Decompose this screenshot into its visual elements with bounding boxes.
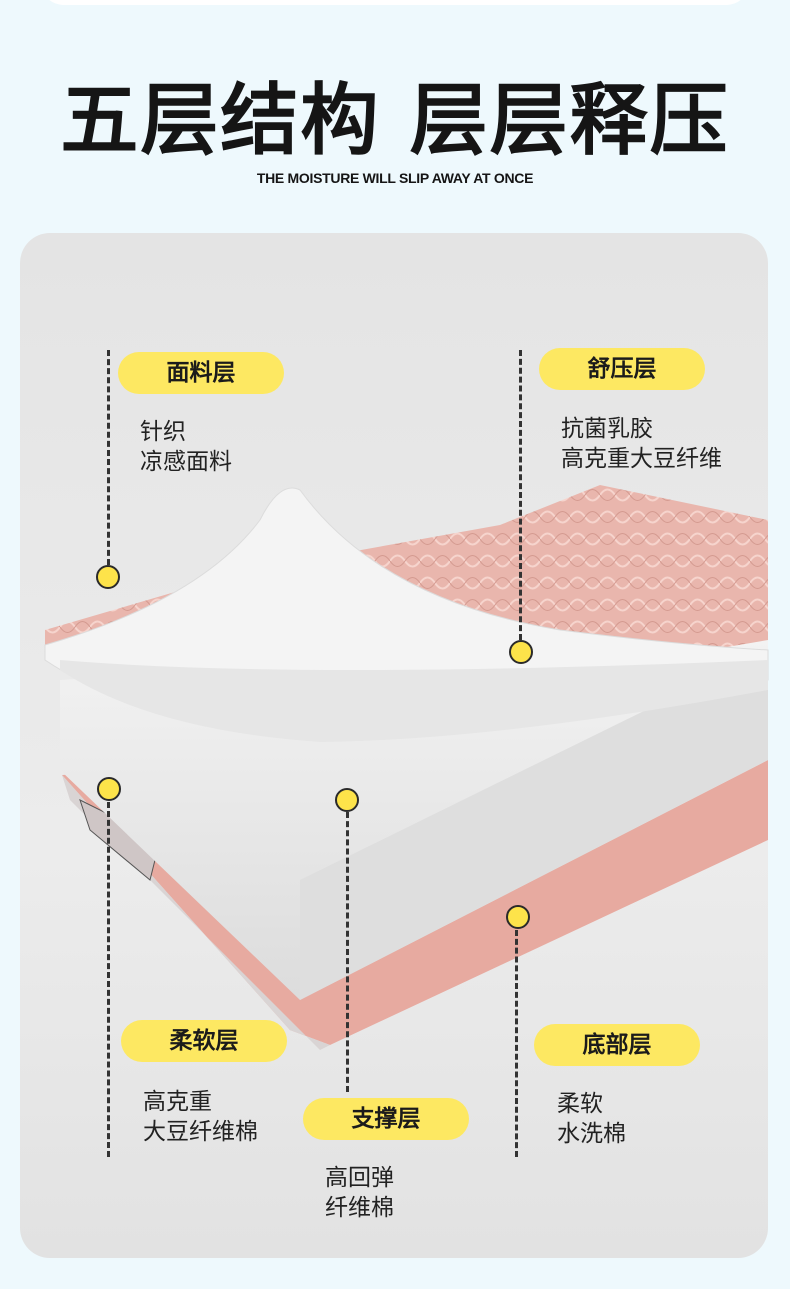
marker-dot bbox=[96, 565, 120, 589]
page-title: 五层结构 层层释压 bbox=[60, 76, 730, 166]
layer-label-support: 支撑层 bbox=[303, 1098, 469, 1140]
top-banner-edge bbox=[40, 0, 750, 5]
layer-desc-fabric: 针织 凉感面料 bbox=[140, 417, 232, 477]
marker-dot bbox=[97, 777, 121, 801]
layer-desc-bottom: 柔软 水洗棉 bbox=[557, 1089, 626, 1149]
desc-line: 针织 bbox=[140, 419, 186, 445]
page-subtitle: THE MOISTURE WILL SLIP AWAY AT ONCE bbox=[256, 170, 534, 186]
marker-dot bbox=[506, 905, 530, 929]
leader-line bbox=[346, 812, 349, 1092]
desc-line: 大豆纤维棉 bbox=[143, 1119, 258, 1145]
layer-desc-support: 高回弹 纤维棉 bbox=[325, 1163, 394, 1223]
leader-line bbox=[519, 350, 522, 640]
marker-dot bbox=[335, 788, 359, 812]
desc-line: 抗菌乳胶 bbox=[561, 416, 653, 442]
desc-line: 柔软 bbox=[557, 1091, 603, 1117]
layer-desc-soft: 高克重 大豆纤维棉 bbox=[143, 1087, 258, 1147]
desc-line: 水洗棉 bbox=[557, 1121, 626, 1147]
layer-label-bottom: 底部层 bbox=[534, 1024, 700, 1066]
desc-line: 高克重大豆纤维 bbox=[561, 446, 722, 472]
layer-desc-comfort: 抗菌乳胶 高克重大豆纤维 bbox=[561, 414, 722, 474]
marker-dot bbox=[509, 640, 533, 664]
desc-line: 凉感面料 bbox=[140, 449, 232, 475]
desc-line: 高回弹 bbox=[325, 1165, 394, 1191]
desc-line: 纤维棉 bbox=[325, 1195, 394, 1221]
layer-label-comfort: 舒压层 bbox=[539, 348, 705, 390]
leader-line bbox=[107, 802, 110, 1157]
desc-line: 高克重 bbox=[143, 1089, 212, 1115]
leader-line bbox=[107, 350, 110, 565]
leader-line bbox=[515, 930, 518, 1157]
layer-label-soft: 柔软层 bbox=[121, 1020, 287, 1062]
layer-label-fabric: 面料层 bbox=[118, 352, 284, 394]
